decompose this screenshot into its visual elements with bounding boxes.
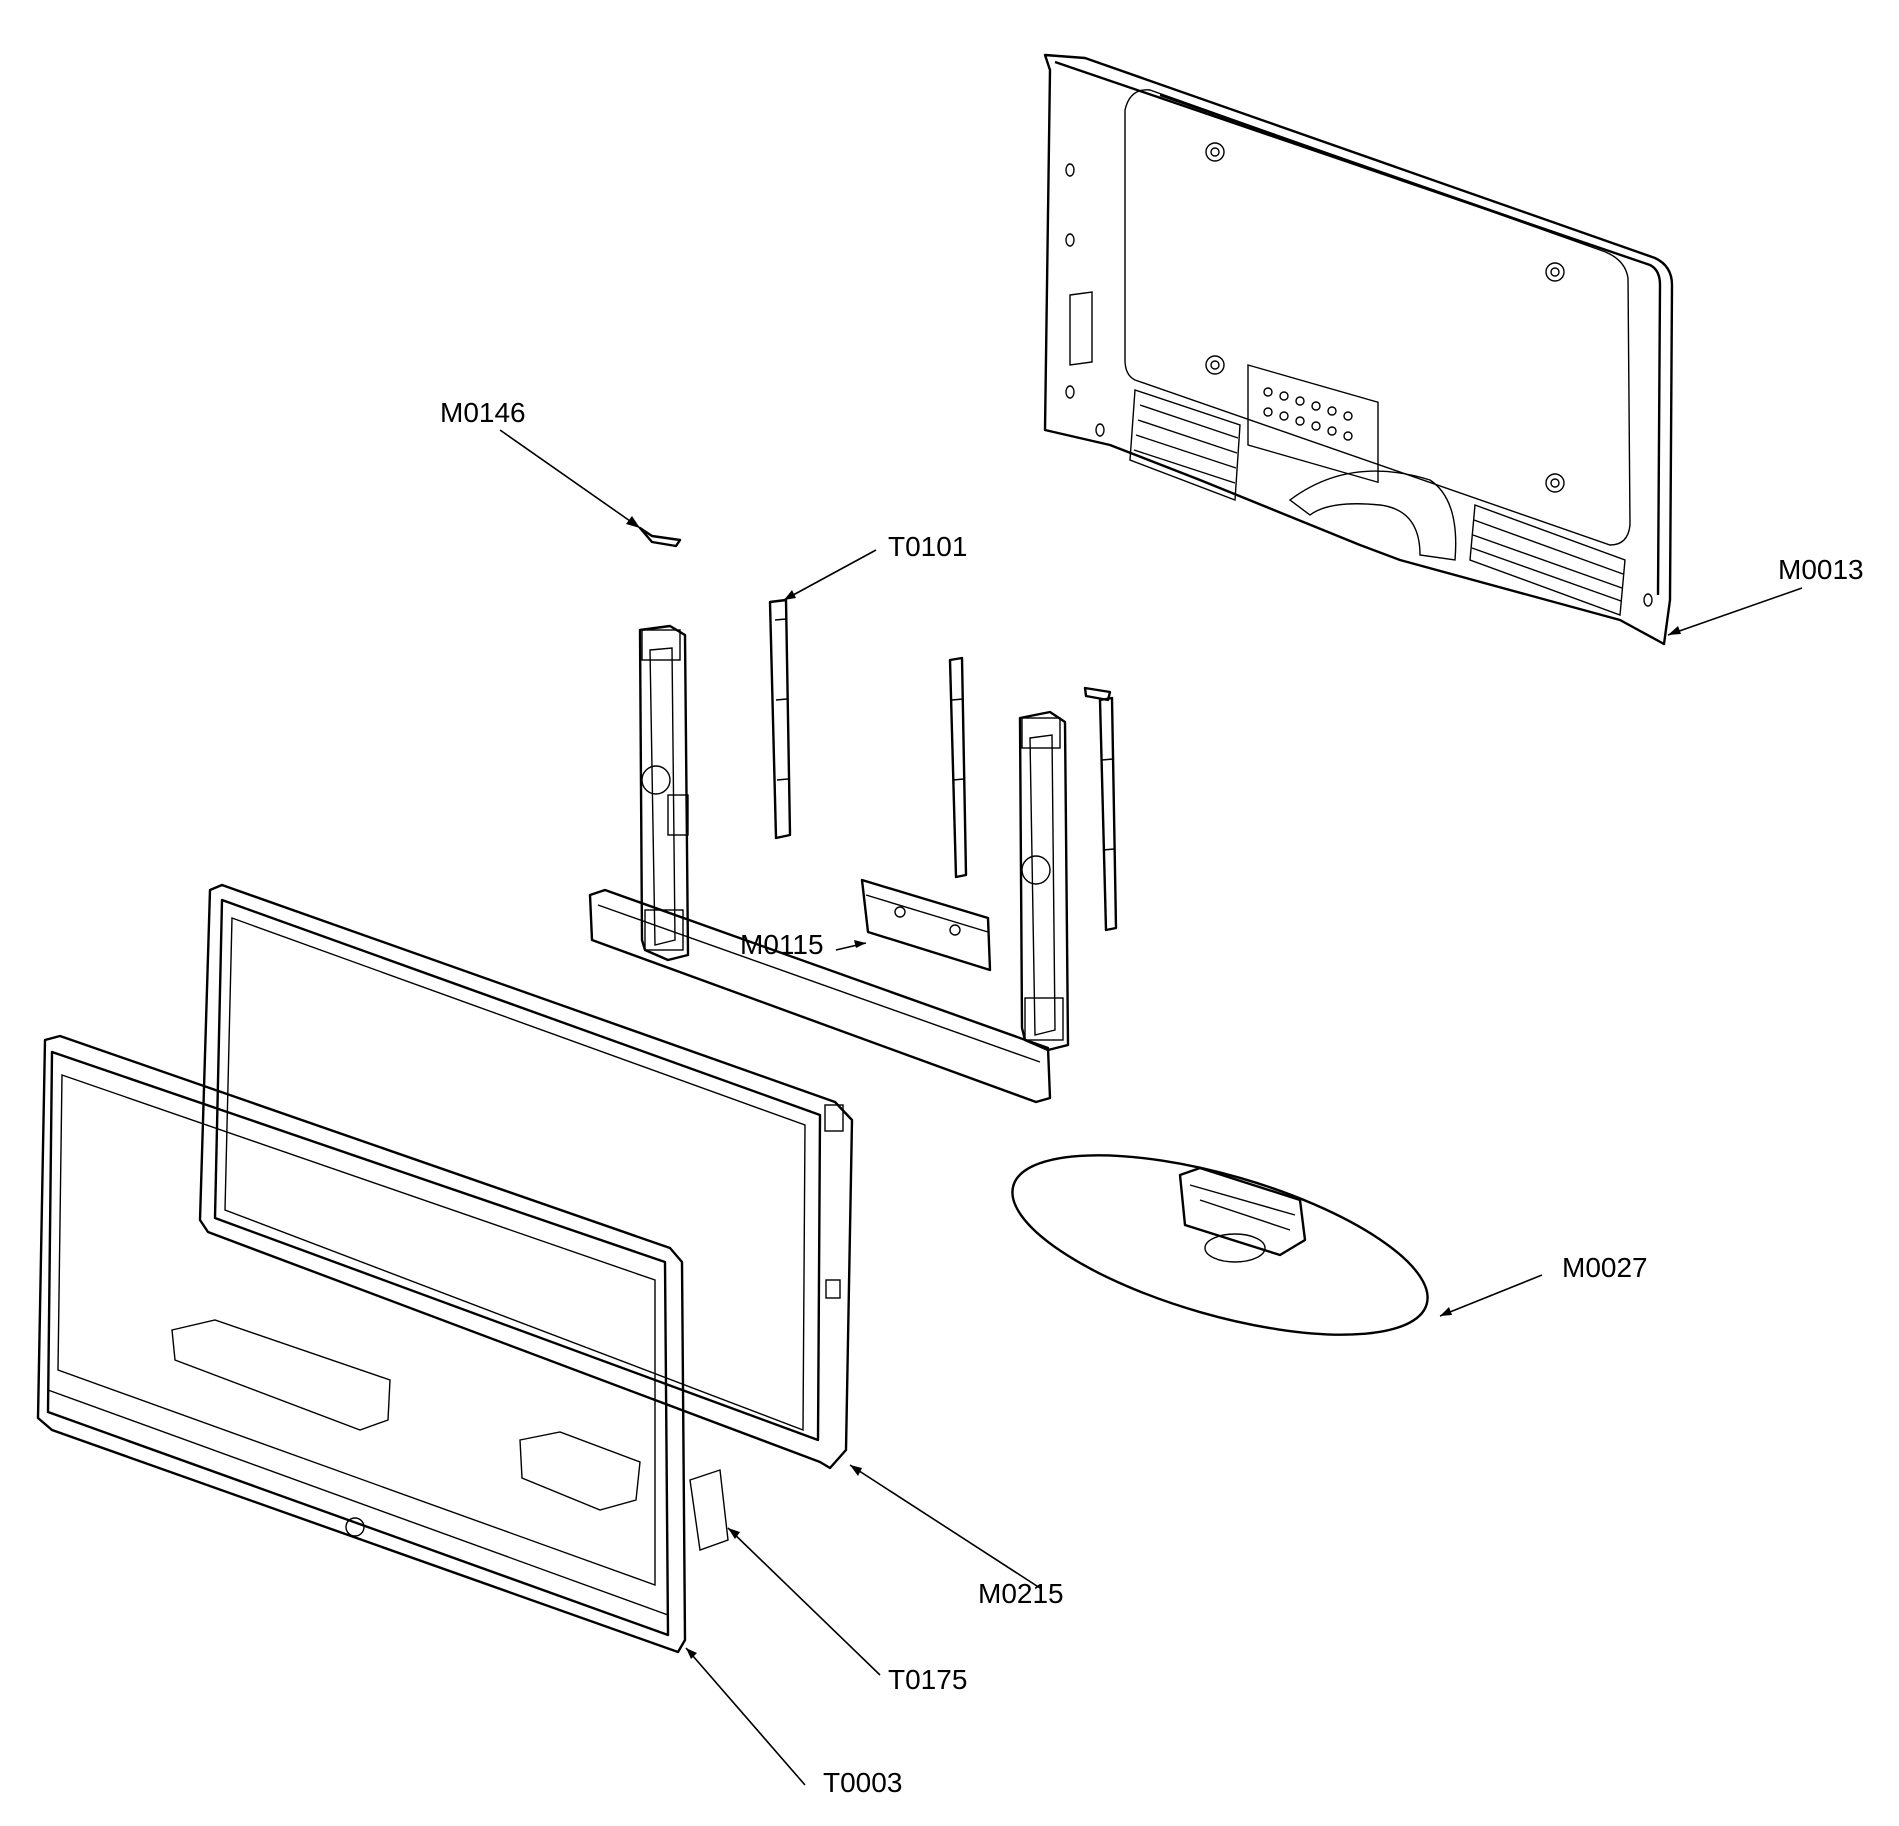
leader-lines (499, 429, 1803, 1786)
long-rail (588, 888, 1052, 1104)
label-t0101: T0101 (888, 531, 968, 562)
speaker-bracket-right (1018, 710, 1070, 1052)
rear-cover (1043, 53, 1674, 646)
label-m0215: M0215 (978, 1578, 1064, 1609)
label-m0027: M0027 (1562, 1252, 1648, 1283)
rail-right (1098, 696, 1118, 932)
front-bezel (36, 1034, 729, 1654)
panel-frame (198, 883, 854, 1470)
label-m0013: M0013 (1778, 554, 1864, 585)
label-m0146: M0146 (440, 397, 526, 428)
stand (1011, 1154, 1429, 1336)
label-t0003: T0003 (823, 1767, 903, 1798)
rail-middle (948, 656, 968, 879)
mounting-plate-m0115 (860, 878, 992, 972)
label-m0115: M0115 (740, 929, 824, 960)
label-t0175: T0175 (888, 1664, 968, 1695)
screw-m0146 (638, 526, 1112, 702)
rail-t0101 (768, 598, 792, 840)
